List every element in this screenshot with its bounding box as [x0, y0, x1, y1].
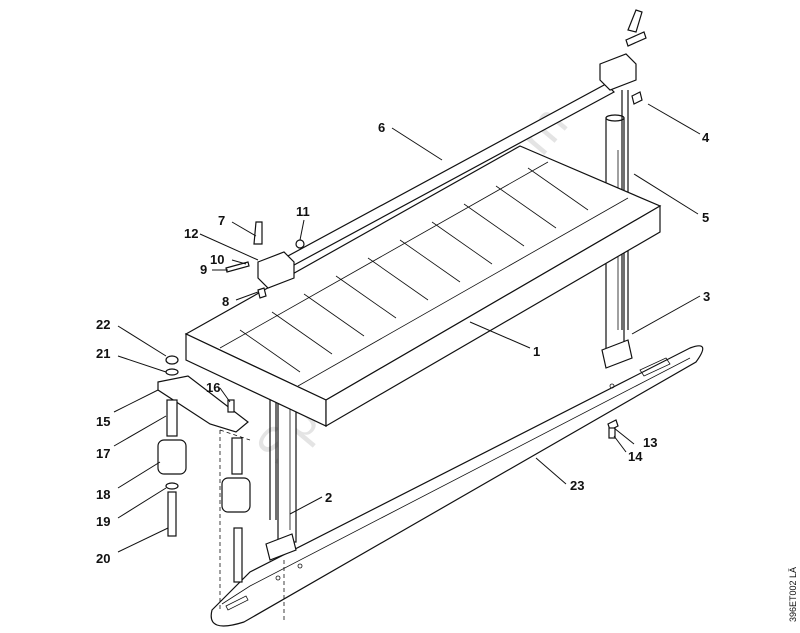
- spacer-17: [166, 399, 178, 437]
- callout-3: 3: [703, 289, 710, 304]
- callout-8: 8: [222, 294, 229, 309]
- drawing-code: 396ET002 LÄ: [788, 567, 798, 622]
- callout-6: 6: [378, 120, 385, 135]
- nut-22: [165, 355, 179, 365]
- dashed-outline: [219, 429, 285, 620]
- callout-4: 4: [702, 130, 710, 145]
- leader-lines: [113, 103, 701, 553]
- callout-17: 17: [96, 446, 110, 461]
- callout-18: 18: [96, 487, 110, 502]
- spacer-left: [231, 437, 243, 475]
- callout-5: 5: [702, 210, 709, 225]
- pin-9: [225, 261, 250, 273]
- pin-16: [227, 399, 235, 413]
- callout-20: 20: [96, 551, 110, 566]
- pin-8: [257, 287, 267, 299]
- callout-12: 12: [184, 226, 198, 241]
- callout-19: 19: [96, 514, 110, 529]
- callout-9: 9: [200, 262, 207, 277]
- callout-1: 1: [533, 344, 540, 359]
- screw-20: [167, 491, 177, 537]
- callout-2: 2: [325, 490, 332, 505]
- knob-11: [295, 239, 305, 249]
- frame-cradle: [184, 145, 662, 428]
- callout-10: 10: [210, 252, 224, 267]
- washer-19: [165, 482, 179, 490]
- callout-23: 23: [570, 478, 584, 493]
- callout-22: 22: [96, 317, 110, 332]
- callout-labels: 1 2 3 4 5 6 7 8 9 10 11 12 13 14 15 16 1…: [96, 120, 710, 566]
- callout-15: 15: [96, 414, 110, 429]
- right-clamp: [599, 9, 647, 91]
- rubber-mount-18: [157, 439, 187, 475]
- left-clamp: [253, 221, 295, 289]
- callout-21: 21: [96, 346, 110, 361]
- bolt-14: [608, 427, 616, 439]
- washer-21: [165, 368, 179, 376]
- screw-left: [233, 527, 243, 583]
- screw-4: [631, 91, 643, 105]
- callout-13: 13: [643, 435, 657, 450]
- callout-16: 16: [206, 380, 220, 395]
- callout-11: 11: [296, 204, 310, 219]
- callout-14: 14: [628, 449, 643, 464]
- rubber-mount-left: [221, 477, 251, 513]
- callout-7: 7: [218, 213, 225, 228]
- guide-bar: [210, 345, 704, 627]
